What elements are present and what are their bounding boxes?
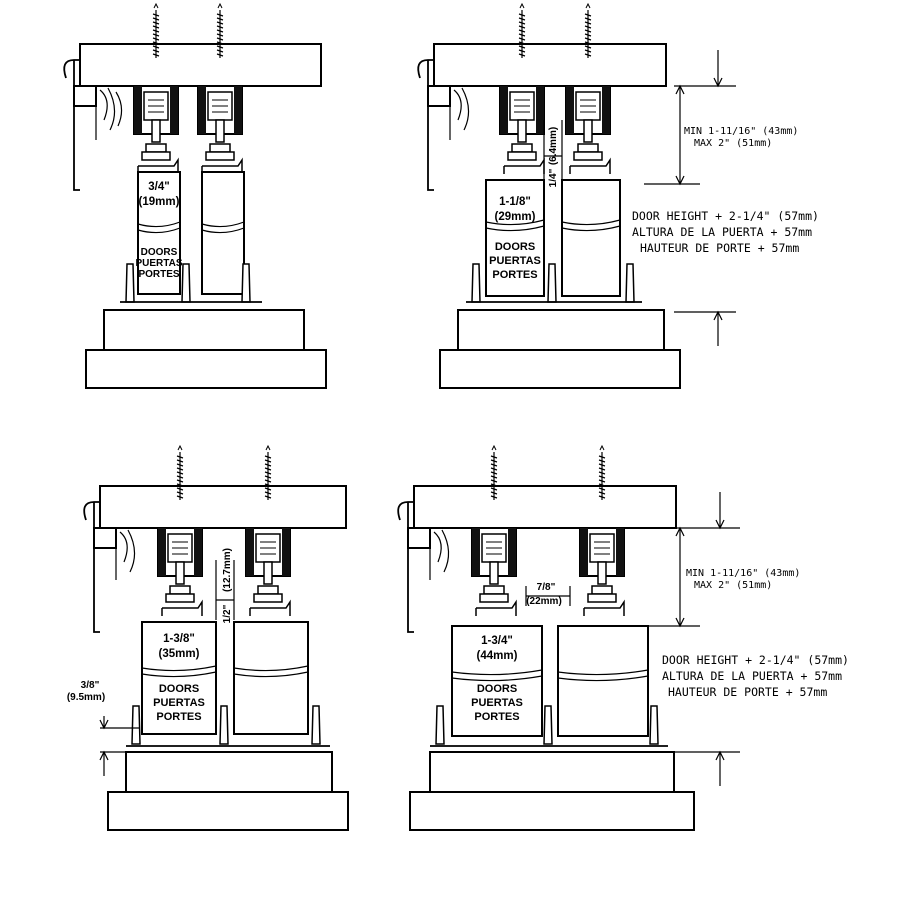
gap-imperial-label: 7/8" [537,582,556,593]
door-height-label-fr: HAUTEUR DE PORTE + 57mm [640,241,799,255]
gap-metric-label: (12.7mm) [222,548,233,592]
doors-label-es: PUERTAS [135,258,182,269]
door-height-label-en: DOOR HEIGHT + 2-1/4" (57mm) [662,653,849,667]
thickness-label: 1-1/8" [499,196,531,208]
clearance-max-label: MAX 2" (51mm) [694,580,772,591]
gap-imperial-label: 1/2" [222,604,233,623]
thickness-label: 1-3/4" [481,635,513,647]
doors-label-en: DOORS [159,683,199,695]
panel-top-right: (6.4mm) 1/4" MIN 1-11/16" (43mm) MAX 2" … [417,3,819,389]
doors-label-fr: PORTES [138,269,179,280]
doors-label-fr: PORTES [474,711,519,723]
doors-label-es: PUERTAS [153,697,205,709]
guide-offset-metric-label: (9.5mm) [67,692,105,703]
panel-bottom-right: 7/8" (22mm) MIN 1-11/16" (43mm) MAX 2" (… [397,445,849,831]
clearance-min-label: MIN 1-11/16" (43mm) [686,568,800,579]
doors-label-es: PUERTAS [489,255,541,267]
thickness-label: 3/4" [148,181,169,193]
thickness-label: 1-3/8" [163,633,195,645]
clearance-max-label: MAX 2" (51mm) [694,138,772,149]
thickness-metric-label: (44mm) [477,650,518,662]
gap-metric-label: (22mm) [526,596,562,607]
thickness-metric-label: (29mm) [495,211,536,223]
thickness-metric-label: (35mm) [159,648,200,660]
door-height-label-fr: HAUTEUR DE PORTE + 57mm [668,685,827,699]
door-height-label-en: DOOR HEIGHT + 2-1/4" (57mm) [632,209,819,223]
doors-label-fr: PORTES [492,269,537,281]
door-height-label-es: ALTURA DE LA PUERTA + 57mm [662,669,842,683]
panel-top-left: 3/4" (19mm) DOORS PUERTAS PORTES [63,3,327,389]
panel-bottom-left: (12.7mm) 1/2" 3/8" (9.5mm) 1-3/8" (35mm)… [67,445,349,831]
thickness-metric-label: (19mm) [139,196,180,208]
doors-label-fr: PORTES [156,711,201,723]
doors-label-en: DOORS [141,247,178,258]
guide-offset-label: 3/8" [81,680,100,691]
gap-imperial-label: 1/4" [548,168,559,187]
clearance-min-label: MIN 1-11/16" (43mm) [684,126,798,137]
door-height-label-es: ALTURA DE LA PUERTA + 57mm [632,225,812,239]
doors-label-en: DOORS [495,241,535,253]
doors-label-es: PUERTAS [471,697,523,709]
gap-metric-label: (6.4mm) [548,127,559,165]
doors-label-en: DOORS [477,683,517,695]
